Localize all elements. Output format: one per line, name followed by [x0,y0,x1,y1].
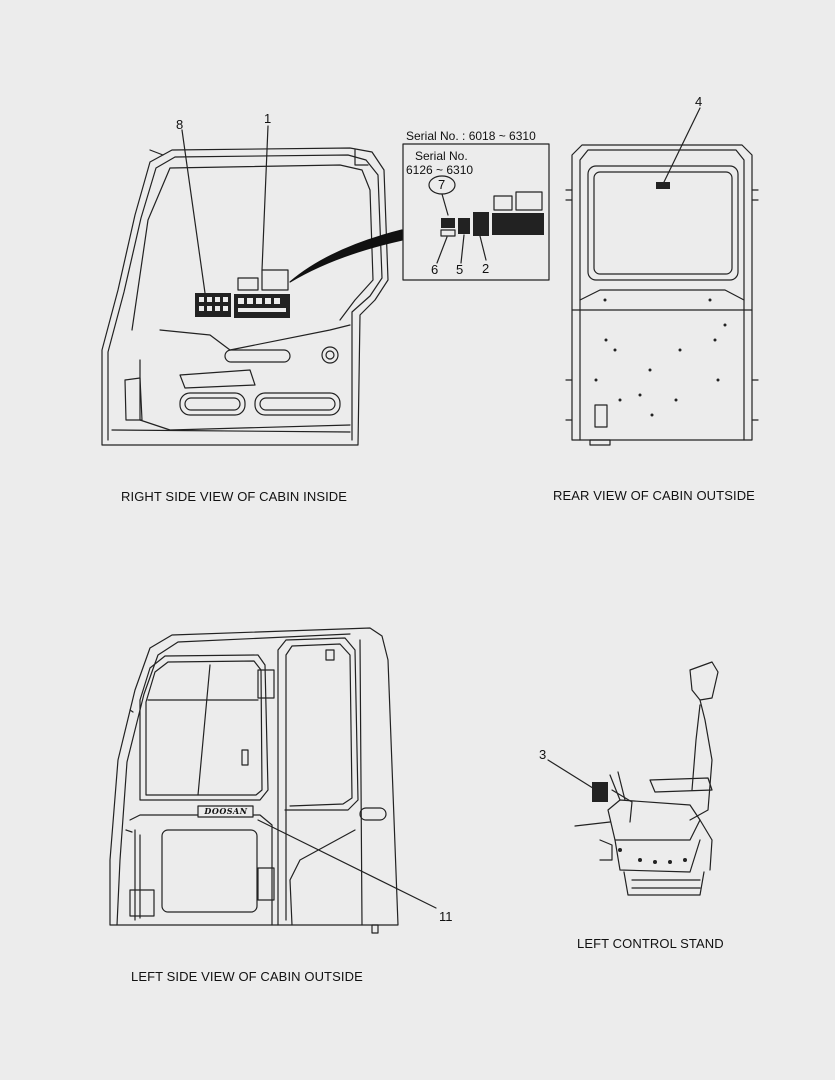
leader-11 [257,819,437,909]
callout-6: 6 [431,262,439,277]
callout-11: 11 [439,909,453,924]
leader-6 [436,236,448,264]
doosan-logo-plate [197,805,254,818]
callout-4: 4 [695,94,703,109]
inset-serial-outer: Serial No. : 6018 ~ 6310 [406,129,536,143]
callout-7: 7 [438,177,446,192]
view-title-control-stand: LEFT CONTROL STAND [577,936,724,951]
left-control-stand-view [547,661,719,896]
leader-8 [181,129,206,294]
callout-3: 3 [539,747,547,762]
view-title-left-outside: LEFT SIDE VIEW OF CABIN OUTSIDE [131,969,363,984]
doosan-logo: DOOSAN [204,806,248,816]
callout-1: 1 [264,111,272,126]
leader-3 [547,759,597,791]
serial-inset-box [402,143,550,281]
callout-2: 2 [482,261,490,276]
leader-2 [479,235,487,261]
cabin-inside-right-view [101,147,389,446]
inset-decals [440,191,544,237]
decal-4 [656,182,670,189]
view-title-right-inside: RIGHT SIDE VIEW OF CABIN INSIDE [121,489,348,504]
callout-8: 8 [176,117,184,132]
decal-8 [195,293,231,317]
inset-serial-inner-2: 6126 ~ 6310 [406,163,474,177]
cabin-left-outside-view [109,627,437,934]
leader-4 [663,107,701,183]
inset-pointer [289,229,403,283]
callout-5: 5 [456,262,464,277]
decal-3 [592,782,608,802]
leader-5 [460,234,465,264]
cabin-rear-view [565,107,759,446]
leader-1 [261,125,269,271]
view-title-rear-outside: REAR VIEW OF CABIN OUTSIDE [553,488,755,503]
inset-serial-inner-1: Serial No. [415,149,468,163]
